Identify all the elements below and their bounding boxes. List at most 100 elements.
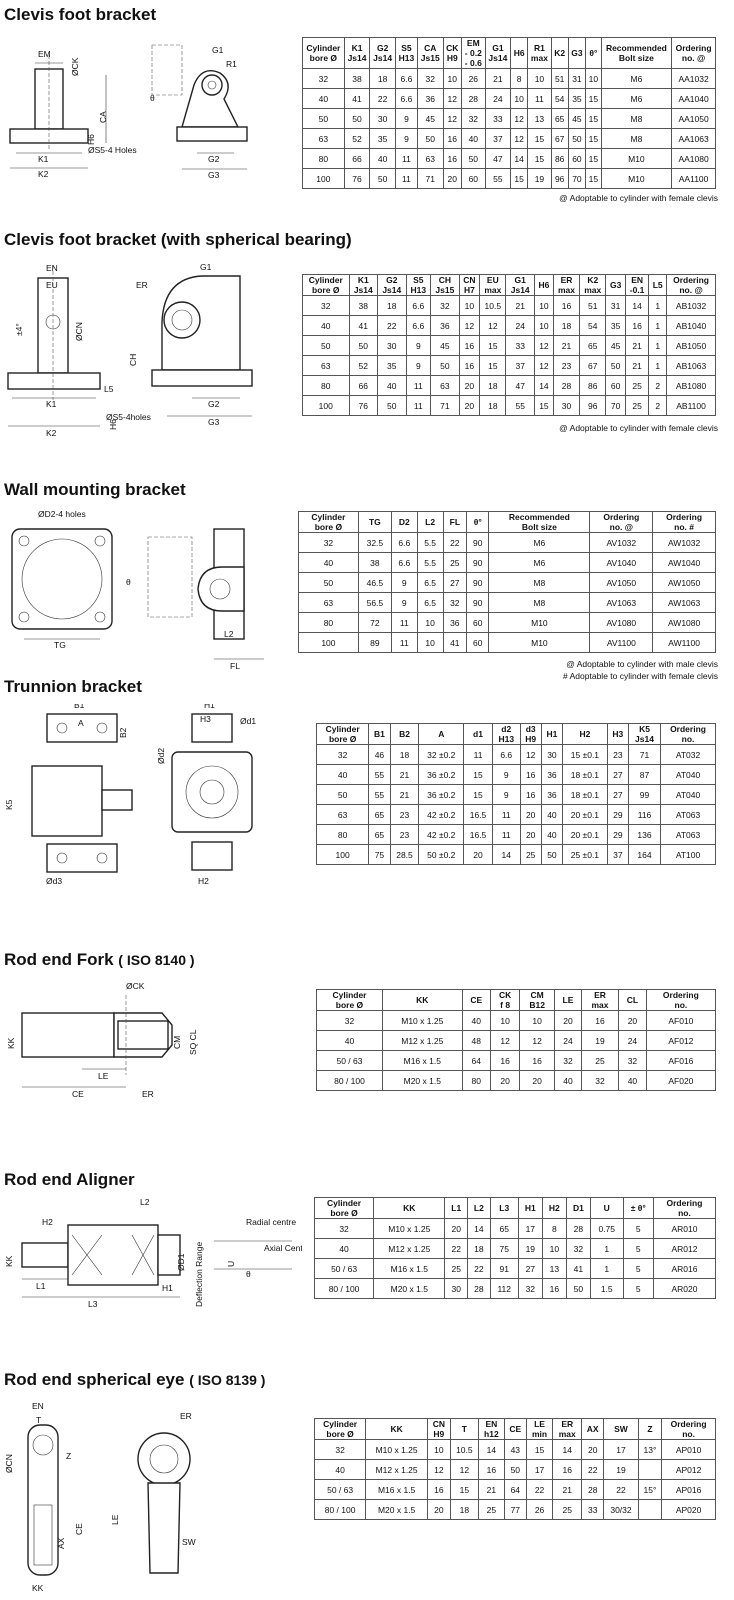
table-cell: 50 / 63 — [316, 1050, 383, 1071]
table-cell: 80 / 100 — [313, 1278, 375, 1299]
column-header: CN H7 — [458, 274, 481, 296]
table-cell: AP020 — [661, 1499, 716, 1520]
table-cell: 16 — [427, 1479, 451, 1500]
column-header: d3 H9 — [519, 723, 542, 745]
table-cell: 15 — [510, 168, 529, 189]
table-cell: 16.5 — [463, 804, 493, 825]
table-cell: 32 ±0.2 — [418, 744, 465, 765]
table-cell: 90 — [466, 572, 490, 593]
table-cell: 19 — [527, 168, 552, 189]
table-cell: 80 — [302, 148, 345, 169]
table-cell: 40 — [302, 315, 350, 336]
table-cell: 12 — [458, 315, 481, 336]
table-cell: 40 — [618, 1070, 647, 1091]
table-cell: AW1032 — [652, 532, 716, 553]
table-cell: 22 — [377, 315, 407, 336]
table-cell: 23 — [389, 804, 420, 825]
table-cell: 16 — [541, 1278, 567, 1299]
table-cell: 63 — [430, 375, 460, 396]
table-cell: 46.5 — [357, 572, 392, 593]
table-cell: 42 ±0.2 — [418, 804, 465, 825]
table-cell: 71 — [430, 395, 460, 416]
table-cell: 13 — [527, 108, 552, 129]
table-cell: 5 — [622, 1278, 654, 1299]
table-cell: 6.5 — [416, 592, 444, 613]
column-header: K1 Js14 — [343, 37, 371, 69]
column-header: Ordering no. — [661, 1418, 716, 1440]
lbl-a: A — [78, 718, 84, 728]
table-cell: 30 — [377, 335, 407, 356]
table-cell: 21 — [624, 335, 650, 356]
table-cell — [637, 1459, 663, 1480]
table-cell: 10 — [541, 1238, 567, 1259]
table-cell: 46 — [368, 744, 391, 765]
table-cell: 75 — [489, 1238, 519, 1259]
table-cell: 80 — [298, 612, 359, 633]
lbl-em: EM — [38, 49, 51, 59]
table-cell: 16 — [552, 1459, 583, 1480]
table-cell: 33 — [484, 108, 512, 129]
table-cell: 36 — [430, 315, 460, 336]
table-cell: 16 — [442, 128, 463, 149]
note: @ Adoptable to cylinder with female clev… — [559, 193, 718, 203]
table-cell: AB1080 — [666, 375, 716, 396]
table-cell: 76 — [348, 395, 379, 416]
table-cell: 50 — [567, 128, 587, 149]
column-header: Ordering no. # — [652, 511, 716, 533]
table-cell: 36 ±0.2 — [418, 764, 465, 785]
table-cell: 15 — [463, 784, 493, 805]
column-header: D2 — [390, 511, 418, 533]
lbl-k2: K2 — [46, 428, 57, 438]
table-cell: 100 — [302, 395, 350, 416]
table-cell: 6.6 — [394, 68, 418, 89]
note: @ Adoptable to cylinder with male clevis — [566, 659, 718, 669]
lbl-l1: L1 — [36, 1281, 46, 1291]
table-cell: 32 — [618, 1050, 647, 1071]
column-header: G2 Js14 — [369, 37, 396, 69]
table-cell: 18 — [467, 1238, 491, 1259]
table-cell: AW1050 — [652, 572, 716, 593]
lbl-b2: B2 — [118, 727, 128, 738]
table-cell: 23 — [389, 824, 420, 845]
table-cell: 6.6 — [405, 315, 432, 336]
table-cell: 20 — [442, 168, 463, 189]
table-cell: 63 — [302, 355, 350, 376]
table-cell: 10 — [416, 612, 444, 633]
table-cell: 28 — [461, 88, 486, 109]
table-cell: 35 — [605, 315, 626, 336]
table-cell: 27 — [606, 764, 629, 785]
table-cell: 66 — [348, 375, 379, 396]
table-cell: 24 — [505, 315, 535, 336]
lbl-sw: SW — [182, 1537, 196, 1547]
table-cell: 31 — [567, 68, 587, 89]
table-cell: 10.5 — [449, 1439, 479, 1460]
table-cell: 17 — [603, 1439, 639, 1460]
table-cell: 5 — [622, 1218, 654, 1239]
clevis-foot-spherical-drawing: EN EU ±4° ØCN L5 H6 K1 K2 ØS5-4holes ER … — [7, 262, 253, 438]
table-cell: 86 — [579, 375, 607, 396]
lbl-cn: ØCN — [4, 1454, 14, 1473]
lbl-er: ER — [142, 1089, 154, 1099]
table-cell: 8 — [510, 68, 529, 89]
table-cell: 64 — [461, 1050, 492, 1071]
table-cell: 14 — [510, 148, 529, 169]
table-cell: 15 — [527, 128, 552, 149]
table-cell — [637, 1499, 663, 1520]
table-cell: 21 — [484, 68, 512, 89]
table-cell: 26 — [461, 68, 486, 89]
table-cell: 27 — [442, 572, 468, 593]
section-title: Rod end Aligner — [4, 1170, 135, 1189]
table-cell: 36 — [540, 764, 564, 785]
lbl-le: LE — [110, 1514, 120, 1525]
table-cell: AA1050 — [671, 108, 716, 129]
table-cell: AF016 — [645, 1050, 717, 1071]
column-header: FL — [442, 511, 468, 533]
lbl-z: Z — [66, 1451, 71, 1461]
table-cell: 12 — [427, 1459, 451, 1480]
